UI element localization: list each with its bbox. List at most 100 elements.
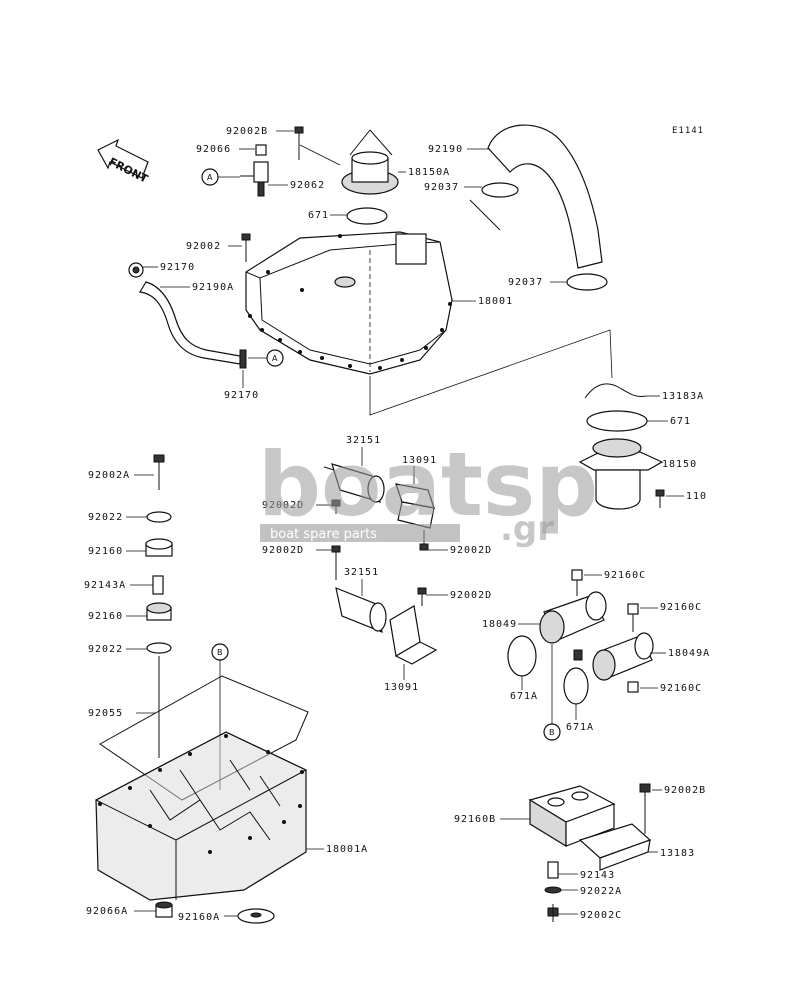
bolt-92002d-1-icon (331, 499, 341, 514)
flange-18150a-icon (341, 129, 399, 195)
plug-92066a-icon (155, 901, 173, 918)
flange-pipe-18150-icon (578, 438, 664, 510)
label-92160-bottom: 92160 (88, 611, 123, 622)
label-92066a: 92066A (86, 906, 128, 917)
grommet-92160-bottom-icon (146, 602, 172, 621)
bolt-92002-icon (241, 233, 251, 262)
tank-cover-18001-icon (245, 231, 453, 375)
collar-92143-icon (547, 861, 559, 879)
label-92190: 92190 (428, 144, 463, 155)
washer-92022-bottom-icon (146, 642, 172, 654)
bracket-13183-icon (578, 823, 652, 871)
collar-92143a-icon (152, 575, 164, 595)
watermark-tagline: boat spare parts (270, 527, 377, 542)
label-671a-1: 671A (510, 691, 538, 702)
label-18049: 18049 (482, 619, 517, 630)
washer-92022-top-icon (146, 511, 172, 523)
label-18001: 18001 (478, 296, 513, 307)
washer-92022a-icon (544, 886, 562, 894)
bracket-13091-bottom-icon (389, 605, 438, 665)
label-13091-top: 13091 (402, 455, 437, 466)
oring-671-mid-icon (586, 410, 648, 432)
label-92002c: 92002C (580, 910, 622, 921)
label-92190a: 92190A (192, 282, 234, 293)
fitting-92160c-3-icon (627, 681, 639, 693)
label-92002-top: 92002 (186, 241, 221, 252)
bracket-13091-top-icon (395, 483, 435, 529)
svg-text:B: B (549, 728, 555, 737)
label-92037-top: 92037 (424, 182, 459, 193)
oring-671a-2-icon (563, 667, 589, 705)
label-92002a: 92002A (88, 470, 130, 481)
label-13091-bottom: 13091 (384, 682, 419, 693)
canister-32151-top-icon (323, 463, 385, 503)
label-92143: 92143 (580, 870, 615, 881)
grommet-92160-top-icon (145, 538, 173, 557)
label-671a-2: 671A (566, 722, 594, 733)
bolt-92002c-icon (547, 904, 559, 922)
label-92143a: 92143A (84, 580, 126, 591)
bolt-92002d-4-icon (417, 587, 427, 606)
label-92160-top: 92160 (88, 546, 123, 557)
label-92022-top: 92022 (88, 512, 123, 523)
svg-text:B: B (217, 648, 223, 657)
label-92160a: 92160A (178, 912, 220, 923)
label-92002d-3: 92002D (262, 545, 304, 556)
oring-671a-1-icon (507, 635, 537, 677)
label-92170-top: 92170 (160, 262, 195, 273)
watermark-logo-text: boatsp (258, 433, 598, 536)
callout-b-right: B (543, 644, 561, 741)
label-92062: 92062 (290, 180, 325, 191)
label-92066: 92066 (196, 144, 231, 155)
label-92002b-top: 92002B (226, 126, 268, 137)
block-92160b-icon (528, 785, 616, 848)
clamp-92037-top-icon (469, 182, 519, 231)
hose-92190a-icon (139, 281, 241, 365)
label-92037-mid: 92037 (508, 277, 543, 288)
label-13183: 13183 (660, 848, 695, 859)
label-92022-bottom: 92022 (88, 644, 123, 655)
bolt-92002a-icon (153, 454, 165, 490)
callout-a-lower: A (248, 349, 284, 367)
label-18150: 18150 (662, 459, 697, 470)
fitting-92160c-1-icon (571, 569, 583, 596)
oring-671-top-icon (346, 207, 388, 225)
label-13183a: 13183A (662, 391, 704, 402)
label-18001a: 18001A (326, 844, 368, 855)
label-92160c-1: 92160C (604, 570, 646, 581)
tube-18049-icon (539, 591, 607, 661)
bolt-92002b-bottom-icon (639, 783, 651, 834)
oil-pan-18001a-icon (94, 731, 308, 901)
callout-a-upper: A (201, 168, 240, 186)
diagram-code: E1141 (672, 126, 704, 136)
label-671-top: 671 (308, 210, 329, 221)
front-arrow-icon: FRONT (97, 138, 150, 186)
svg-text:A: A (207, 173, 213, 182)
clamp-92037-mid-icon (566, 273, 608, 291)
label-92170-bottom: 92170 (224, 390, 259, 401)
hose-92190-icon (487, 124, 603, 269)
washer-92160a-icon (237, 908, 275, 924)
label-18150a: 18150A (408, 167, 450, 178)
label-18049a: 18049A (668, 648, 710, 659)
watermark-tld: .gr (500, 509, 554, 549)
svg-text:A: A (272, 354, 278, 363)
label-92002d-1: 92002D (262, 500, 304, 511)
tube-18049a-icon (592, 632, 654, 681)
label-92002d-2: 92002D (450, 545, 492, 556)
label-92002d-4: 92002D (450, 590, 492, 601)
fitting-92160c-2-icon (627, 603, 639, 632)
label-92160c-3: 92160C (660, 683, 702, 694)
label-92160b: 92160B (454, 814, 496, 825)
label-32151-bottom: 32151 (344, 567, 379, 578)
bolt-92002b-top-icon (294, 126, 304, 160)
bolt-92002d-3-icon (331, 545, 341, 580)
label-92002b-bottom: 92002B (664, 785, 706, 796)
label-92055: 92055 (88, 708, 123, 719)
label-110: 110 (686, 491, 707, 502)
label-92160c-2: 92160C (660, 602, 702, 613)
clamp-92170-icon (128, 262, 144, 278)
canister-32151-bottom-icon (335, 587, 387, 633)
label-671-mid: 671 (670, 416, 691, 427)
